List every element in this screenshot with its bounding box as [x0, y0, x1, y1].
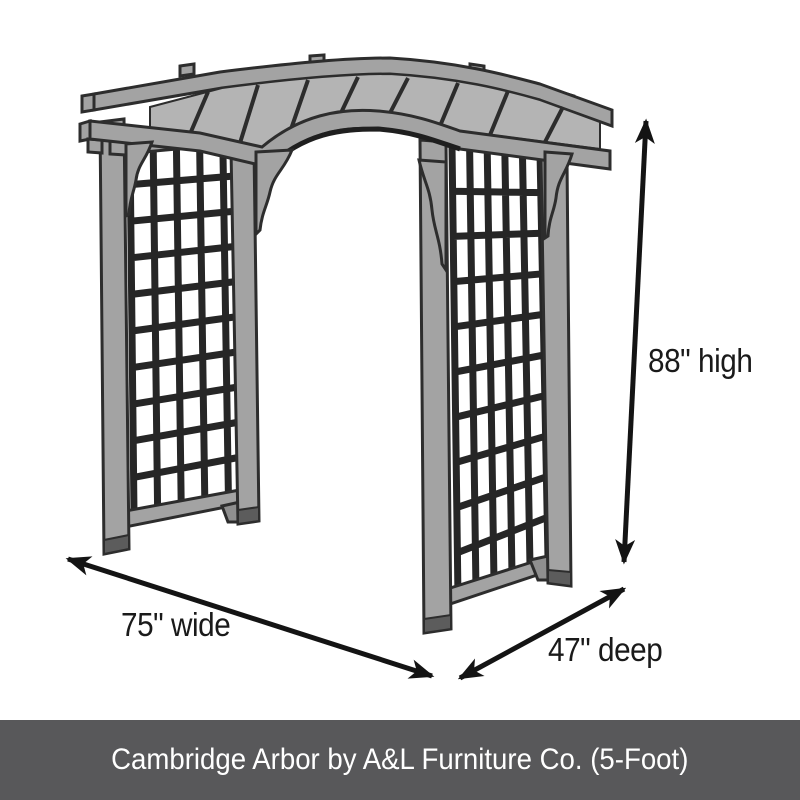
width-dimension-arrow: [65, 556, 435, 679]
caption-banner: Cambridge Arbor by A&L Furniture Co. (5-…: [0, 720, 800, 800]
dimension-arrows: [65, 118, 655, 681]
height-dimension-label: 88" high: [648, 342, 753, 379]
caption-text: Cambridge Arbor by A&L Furniture Co. (5-…: [111, 743, 689, 776]
depth-dimension-arrow: [457, 586, 627, 681]
height-dimension-arrow: [615, 118, 655, 565]
width-dimension-label: 75" wide: [121, 606, 231, 643]
left-lattice-panel: [98, 117, 261, 556]
top-arch-assembly: [78, 53, 614, 275]
depth-dimension-label: 47" deep: [548, 631, 663, 668]
